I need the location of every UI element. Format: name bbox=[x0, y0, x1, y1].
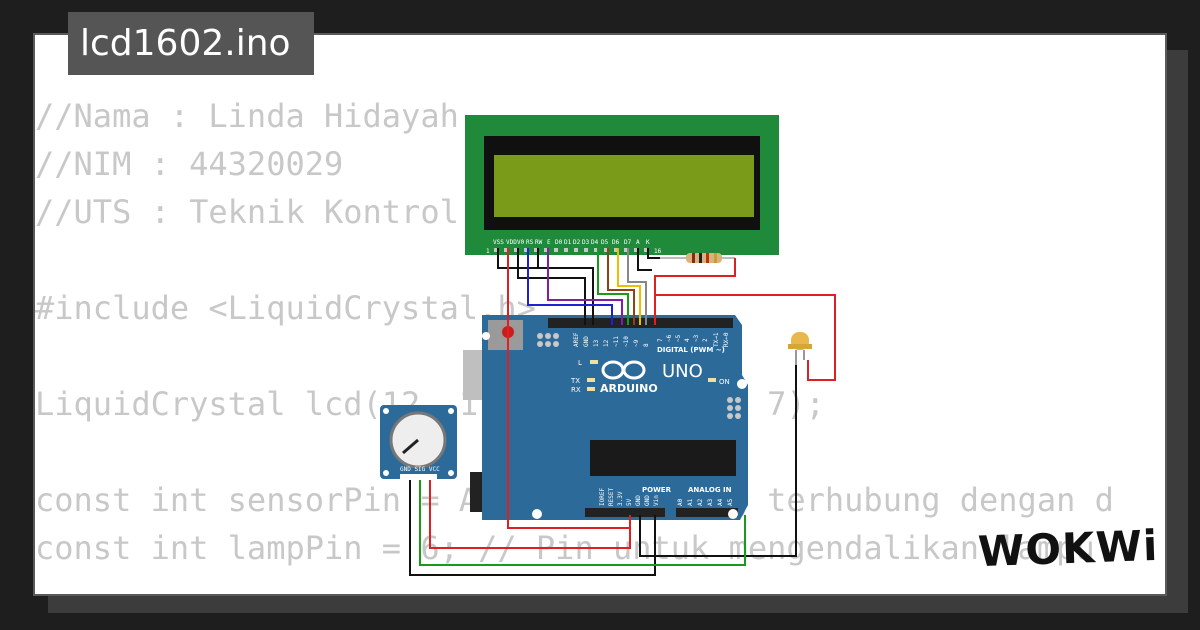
lcd-pin-label: E bbox=[547, 239, 551, 246]
on-label: ON bbox=[719, 378, 730, 386]
digital-pin-label: 8 bbox=[643, 343, 650, 347]
led[interactable] bbox=[788, 332, 812, 365]
power-pin-label: 3.3V bbox=[617, 491, 624, 506]
digital-pin-label: TX→1 bbox=[713, 332, 720, 347]
power-pin-label: GND bbox=[644, 495, 651, 506]
code-line: //NIM : 44320029 bbox=[35, 145, 344, 183]
arduino-uno[interactable]: ARDUINO UNO DIGITAL (PWM ~) POWER ANALOG… bbox=[463, 315, 748, 520]
wire-d6 bbox=[617, 248, 641, 325]
digital-pin-label: ~6 bbox=[666, 334, 673, 342]
wires bbox=[409, 248, 836, 576]
power-label: POWER bbox=[642, 486, 672, 494]
digital-pin-label: RX←0 bbox=[723, 332, 730, 347]
wire-e bbox=[547, 248, 623, 325]
wire-d7 bbox=[627, 248, 647, 325]
digital-label: DIGITAL (PWM ~) bbox=[657, 346, 725, 354]
lcd-pin-label: D5 bbox=[601, 239, 609, 246]
digital-pin-label: AREF bbox=[573, 332, 580, 347]
power-pin-label: GND bbox=[635, 495, 642, 506]
tx-label: TX bbox=[570, 377, 580, 385]
lcd-pin-label: D2 bbox=[573, 239, 581, 246]
rx-label: RX bbox=[571, 386, 581, 394]
lcd-pin-label: D3 bbox=[582, 239, 590, 246]
wire-led-anode bbox=[654, 294, 836, 381]
analog-pin-label: A3 bbox=[707, 498, 714, 506]
digital-pin-label: 2 bbox=[702, 338, 709, 342]
lcd-pin-number: 16 bbox=[654, 248, 662, 255]
on-led bbox=[708, 378, 716, 382]
power-pin-label: 5V bbox=[626, 498, 633, 506]
lcd-pin-label: VSS bbox=[493, 239, 504, 246]
code-line: #include <LiquidCrystal.h> bbox=[35, 289, 536, 327]
digital-pin-label: 7 bbox=[657, 338, 664, 342]
wire-pot-gnd bbox=[409, 480, 656, 576]
arduino-brand: ARDUINO bbox=[600, 382, 658, 395]
wire-pot-sig bbox=[419, 480, 746, 566]
digital-pin-label: 13 bbox=[593, 339, 600, 347]
code-line: //UTS : Teknik Kontrol bbox=[35, 193, 459, 231]
lcd-pin-label: D1 bbox=[564, 239, 572, 246]
lcd-pin-label: A bbox=[636, 239, 640, 246]
digital-pin-label: GND bbox=[583, 336, 590, 347]
wire-rs bbox=[527, 248, 613, 325]
wokwi-logo: WOKWi bbox=[977, 520, 1160, 577]
wire-d4 bbox=[597, 248, 629, 325]
lcd-pin-label: RW bbox=[535, 239, 543, 246]
digital-pin-label: ~9 bbox=[633, 339, 640, 347]
tx-led bbox=[587, 378, 595, 382]
lcd-pin-label: RS bbox=[526, 239, 534, 246]
analog-pin-label: A5 bbox=[727, 498, 734, 506]
digital-pin-label: ~11 bbox=[613, 336, 620, 347]
lcd-module[interactable]: VSS VDD V0 RS RW E D0 D1 D2 D3 D4 D5 D6 … bbox=[465, 115, 779, 255]
analog-label: ANALOG IN bbox=[688, 486, 732, 494]
power-pin-label: RESET bbox=[608, 488, 615, 506]
wire-led-cathode bbox=[639, 365, 797, 557]
code-line: //Nama : Linda Hidayah bbox=[35, 97, 459, 135]
lcd-pin-label: D6 bbox=[612, 239, 620, 246]
power-pin-label: Vin bbox=[653, 495, 660, 506]
lcd-screen bbox=[494, 155, 754, 217]
l-label: L bbox=[578, 359, 582, 367]
lcd-pin-label: D7 bbox=[624, 239, 632, 246]
lcd-pin-label: VDD bbox=[506, 239, 517, 246]
analog-pin-label: A2 bbox=[697, 498, 704, 506]
analog-pin-label: A4 bbox=[717, 498, 724, 506]
resistor[interactable] bbox=[660, 253, 735, 263]
l-led bbox=[590, 360, 598, 364]
arduino-model: UNO bbox=[662, 361, 703, 382]
wire-vss bbox=[497, 248, 594, 325]
code-line: const int lampPin = 6; // Pin untuk meng… bbox=[35, 529, 1095, 567]
microcontroller-chip bbox=[590, 440, 736, 476]
potentiometer[interactable]: GND SIG VCC bbox=[380, 405, 457, 482]
wire-v0 bbox=[517, 248, 586, 325]
lcd-pin-label: D4 bbox=[591, 239, 599, 246]
digital-pin-label: 12 bbox=[603, 339, 610, 347]
analog-pin-label: A0 bbox=[677, 498, 684, 506]
digital-pin-label: ~3 bbox=[693, 334, 700, 342]
code-preview: //Nama : Linda Hidayah //NIM : 44320029 //… bbox=[35, 92, 1114, 572]
lcd-pin-row bbox=[494, 248, 648, 252]
lcd-pin-label: V0 bbox=[517, 239, 525, 246]
digital-pin-label: ~5 bbox=[675, 334, 682, 342]
digital-pin-label: 4 bbox=[684, 338, 691, 342]
project-title[interactable]: lcd1602.ino bbox=[68, 12, 314, 75]
analog-header bbox=[676, 508, 738, 517]
lcd-pin-labels: VSS VDD V0 RS RW E D0 D1 D2 D3 D4 D5 D6 … bbox=[486, 239, 662, 255]
power-header bbox=[585, 508, 665, 517]
analog-pin-label: A1 bbox=[687, 498, 694, 506]
wire-resistor bbox=[654, 258, 736, 325]
potentiometer-pin-labels: GND SIG VCC bbox=[400, 466, 440, 473]
lcd-pin-label: D0 bbox=[555, 239, 563, 246]
lcd-pin-label: K bbox=[646, 239, 650, 246]
wire-k bbox=[637, 248, 652, 271]
digital-pin-label: ~10 bbox=[623, 336, 630, 347]
arduino-logo bbox=[601, 360, 646, 380]
wire-pot-vcc bbox=[429, 480, 631, 549]
wire-a bbox=[647, 248, 660, 259]
rx-led bbox=[587, 387, 595, 391]
wire-d5 bbox=[607, 248, 635, 325]
power-pin-label: IOREF bbox=[599, 488, 606, 506]
lcd-pin-number: 1 bbox=[486, 248, 490, 255]
